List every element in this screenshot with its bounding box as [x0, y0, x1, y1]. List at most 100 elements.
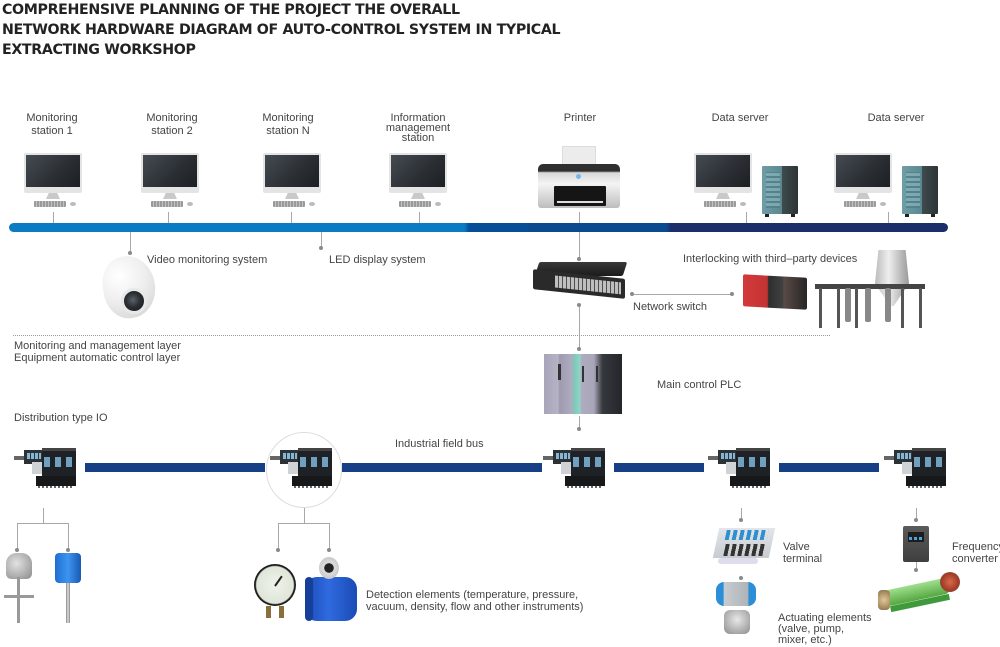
distributed-io-module-icon[interactable] — [543, 444, 611, 490]
distributed-io-module-icon[interactable] — [270, 444, 338, 490]
pneumatic-ball-valve-icon[interactable] — [716, 582, 760, 638]
title-line-3: EXTRACTING WORKSHOP — [2, 42, 196, 58]
connector-line — [579, 304, 580, 350]
label-line: Monitoring — [146, 112, 198, 124]
connector-line — [278, 523, 330, 524]
connector-dot — [914, 568, 918, 572]
printer-icon[interactable] — [538, 146, 620, 210]
third-party-plc-icon[interactable] — [743, 274, 807, 310]
connector-dot — [730, 292, 734, 296]
layer-divider — [13, 335, 830, 336]
distributed-io-module-icon[interactable] — [708, 444, 776, 490]
connector-dot — [319, 246, 323, 250]
connector-dot — [327, 548, 331, 552]
dome-camera-icon[interactable] — [98, 250, 160, 323]
label-line: vacuum, density, flow and other instrume… — [366, 601, 584, 613]
connector-line — [304, 508, 305, 524]
server-tower-icon[interactable] — [902, 166, 938, 217]
frequency-converter-icon[interactable] — [903, 526, 929, 562]
ethernet-network-bus — [9, 223, 948, 232]
connector-dot — [128, 251, 132, 255]
label-line: station 1 — [31, 125, 73, 137]
third-party-label: Interlocking with third–party devices — [683, 253, 858, 265]
industrial-field-bus-label: Industrial field bus — [395, 438, 484, 450]
desktop-computer-icon[interactable] — [263, 153, 321, 211]
connector-dot — [577, 427, 581, 431]
connector-line — [43, 508, 44, 524]
label-line: (valve, pump, — [778, 623, 845, 635]
server-tower-icon[interactable] — [762, 166, 798, 217]
connector-dot — [577, 257, 581, 261]
valve-terminal-label: Valve terminal — [783, 541, 822, 565]
station-n-label: Monitoring station N — [258, 113, 318, 137]
field-bus-segment — [614, 463, 704, 472]
lower-layer-label: Equipment automatic control layer — [14, 352, 181, 364]
label-line: station — [401, 132, 435, 144]
frequency-converter-label: Frequency converter — [952, 541, 1000, 565]
screw-pump-icon[interactable] — [876, 572, 962, 616]
label-line: converter — [952, 553, 998, 565]
connector-dot — [739, 576, 743, 580]
label-line: terminal — [783, 553, 823, 565]
connector-line — [329, 523, 330, 549]
connector-dot — [66, 548, 70, 552]
connector-line — [888, 212, 889, 223]
spray-dryer-equipment-icon[interactable] — [815, 250, 927, 330]
video-monitoring-label: Video monitoring system — [147, 254, 268, 266]
label-line: station N — [266, 125, 310, 137]
station-2-label: Monitoring station 2 — [142, 113, 202, 137]
connector-line — [916, 508, 917, 522]
connector-line — [321, 232, 322, 248]
label-line: Monitoring — [262, 112, 314, 124]
network-switch-label: Network switch — [633, 301, 707, 313]
network-switch-icon[interactable] — [533, 262, 628, 299]
connector-line — [579, 416, 580, 430]
connector-line — [632, 294, 732, 295]
plc-rack-icon[interactable] — [544, 354, 622, 414]
connector-line — [291, 212, 292, 223]
label-line: Frequency — [952, 541, 1000, 553]
label-line: station 2 — [151, 125, 193, 137]
distributed-io-module-icon[interactable] — [884, 444, 952, 490]
label-line: Information — [390, 112, 446, 124]
connector-dot — [914, 518, 918, 522]
desktop-computer-icon[interactable] — [694, 153, 752, 211]
data-server-2-label: Data server — [867, 112, 925, 124]
distributed-io-module-icon[interactable] — [14, 444, 82, 490]
connector-line — [746, 212, 747, 223]
connector-line — [168, 212, 169, 223]
station-1-label: Monitoring station 1 — [22, 113, 82, 137]
label-line: Monitoring — [26, 112, 78, 124]
info-station-label: Information management station — [382, 112, 454, 144]
level-switch-icon[interactable] — [55, 553, 81, 625]
connector-dot — [15, 548, 19, 552]
connector-line — [579, 232, 580, 260]
label-line: Detection elements (temperature, pressur… — [366, 589, 579, 601]
desktop-computer-icon[interactable] — [24, 153, 82, 211]
data-server-1-label: Data server — [711, 112, 769, 124]
diagram-title: COMPREHENSIVE PLANNING OF THE PROJECT TH… — [2, 0, 562, 60]
desktop-computer-icon[interactable] — [141, 153, 199, 211]
led-display-label: LED display system — [329, 254, 426, 266]
field-bus-segment — [342, 463, 542, 472]
connector-line — [17, 523, 18, 549]
highlight-ring — [266, 432, 342, 508]
field-bus-segment — [85, 463, 265, 472]
connector-dot — [577, 303, 581, 307]
connector-line — [741, 508, 742, 522]
printer-label: Printer — [563, 112, 597, 124]
main-plc-label: Main control PLC — [657, 379, 742, 391]
valve-terminal-icon[interactable] — [712, 522, 776, 568]
temperature-sensor-icon[interactable] — [4, 553, 36, 625]
label-line: Actuating elements — [778, 612, 872, 624]
connector-line — [419, 212, 420, 223]
connector-line — [278, 523, 279, 549]
connector-dot — [577, 347, 581, 351]
desktop-computer-icon[interactable] — [389, 153, 447, 211]
pressure-gauge-icon[interactable] — [254, 564, 296, 620]
connector-dot — [630, 292, 634, 296]
electromagnetic-flowmeter-icon[interactable] — [305, 557, 361, 623]
desktop-computer-icon[interactable] — [834, 153, 892, 211]
label-line: management — [385, 122, 451, 134]
title-line-2: NETWORK HARDWARE DIAGRAM OF AUTO-CONTROL… — [2, 22, 561, 38]
